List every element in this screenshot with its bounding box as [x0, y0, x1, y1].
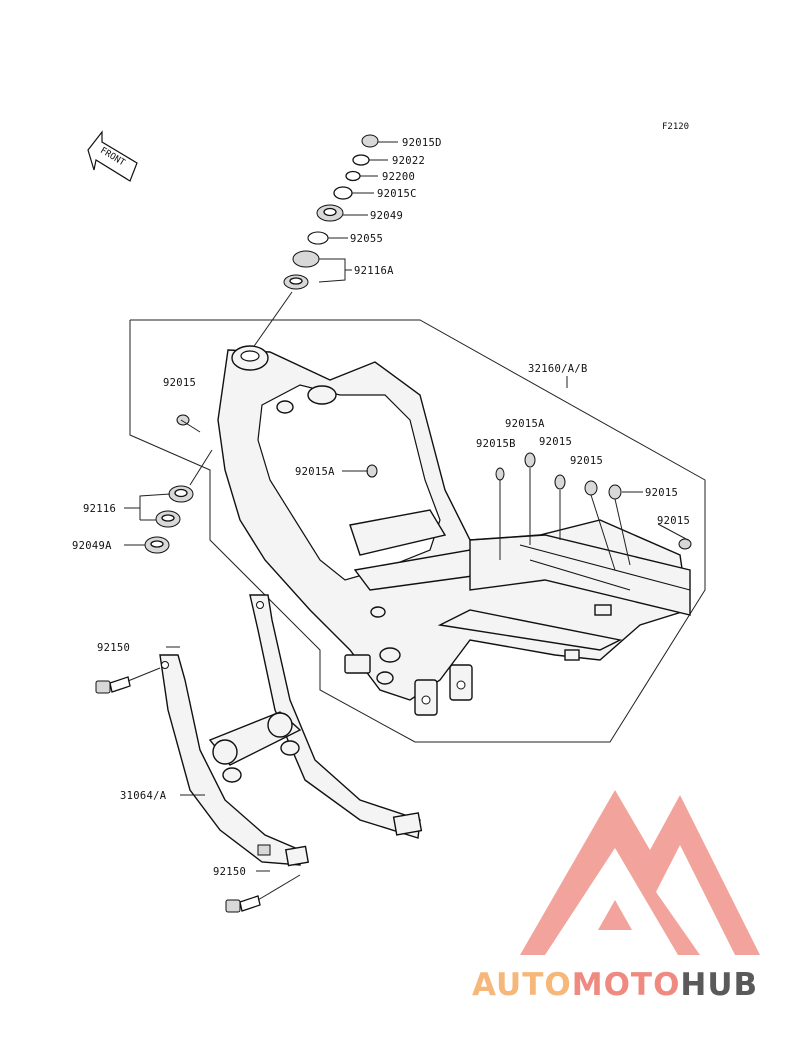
callout-leaders [166, 376, 689, 872]
front-arrow-icon: FRONT [87, 130, 138, 182]
frame-outline-box [129, 319, 706, 743]
callout-92015d: 92015D [402, 137, 442, 149]
callout-92055: 92055 [350, 233, 383, 245]
callout-92015-b: 92015 [570, 455, 603, 467]
callout-92049: 92049 [370, 210, 403, 222]
top-stack-leaders [318, 141, 398, 283]
callout-92022: 92022 [392, 155, 425, 167]
svg-text:AUTOMOTOHUB: AUTOMOTOHUB [472, 967, 758, 1003]
callout-92116a: 92116A [354, 265, 394, 277]
callout-92150-lower: 92150 [213, 866, 246, 878]
callout-92049a: 92049A [72, 540, 112, 552]
callout-92200: 92200 [382, 171, 415, 183]
callout-92015c: 92015C [377, 188, 417, 200]
lower-bearing-parts [124, 419, 213, 554]
callout-92150-upper: 92150 [97, 642, 130, 654]
bolt-92150-upper-icon [95, 667, 161, 694]
frame-plugs [176, 414, 692, 571]
watermark-logo-icon [520, 790, 760, 955]
steering-head-parts [249, 134, 379, 353]
watermark-hub: HUB [680, 967, 758, 1003]
callout-31064-a: 31064/A [120, 790, 167, 802]
figure-code: F2120 [662, 122, 689, 132]
callout-92015-left: 92015 [163, 377, 196, 389]
bolt-92150-lower-icon [225, 874, 301, 913]
callout-32160-a-b: 32160/A/B [528, 363, 588, 375]
callout-92116: 92116 [83, 503, 116, 515]
callout-92015-d: 92015 [657, 515, 690, 527]
watermark-moto: MOTO [572, 967, 681, 1003]
callout-92015-a: 92015 [539, 436, 572, 448]
callout-92015-c: 92015 [645, 487, 678, 499]
callout-92015b: 92015B [476, 438, 516, 450]
watermark-auto: AUTO [472, 967, 572, 1003]
engine-bracket [159, 594, 423, 867]
callout-92015a-right: 92015A [505, 418, 545, 430]
callout-92015a-center: 92015A [295, 466, 335, 478]
main-frame [217, 345, 691, 716]
watermark-text: AUTOMOTOHUB [472, 967, 758, 1003]
